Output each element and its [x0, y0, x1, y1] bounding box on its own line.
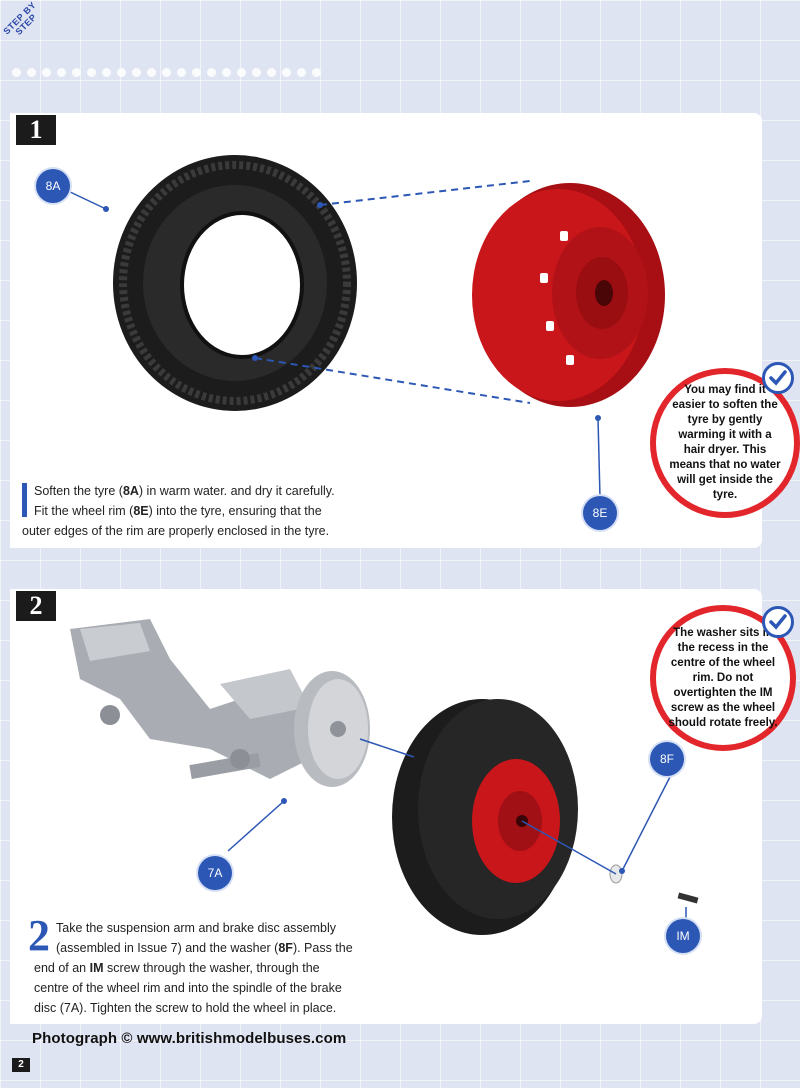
step-2-illustration [70, 619, 699, 935]
wheel-rim-illustration [472, 183, 665, 407]
label-7a: 7A [198, 856, 232, 890]
step-1-instruction: Soften the tyre (8A) in warm water. and … [22, 483, 335, 538]
label-8a: 8A [36, 169, 70, 203]
step-1-number: 1 [16, 115, 56, 145]
label-8e: 8E [583, 496, 617, 530]
brake-disc-illustration [294, 671, 370, 787]
photo-credit: Photograph © www.britishmodelbuses.com [32, 1030, 347, 1047]
step-2-panel: 2 [10, 589, 762, 1024]
step-by-step-tag: STEP BY STEP [1, 0, 44, 42]
decorative-dots [12, 68, 321, 77]
drop-number: 2 [28, 911, 50, 960]
tyre-illustration [113, 155, 357, 411]
page-number: 2 [12, 1058, 30, 1072]
screw-illustration [677, 892, 699, 904]
step-1-panel: 1 8A 8E [10, 113, 762, 548]
step-2-instruction: 2 Take the suspension arm and brake disc… [28, 911, 353, 1016]
wheel-illustration [392, 699, 578, 935]
label-8f: 8F [650, 742, 684, 776]
checkmark-icon [762, 606, 794, 638]
label-im: IM [666, 919, 700, 953]
step-2-number: 2 [16, 591, 56, 621]
step-1-illustration [67, 155, 665, 499]
suspension-arm-illustration [70, 619, 330, 779]
drop-bar [22, 483, 27, 517]
checkmark-icon [762, 362, 794, 394]
